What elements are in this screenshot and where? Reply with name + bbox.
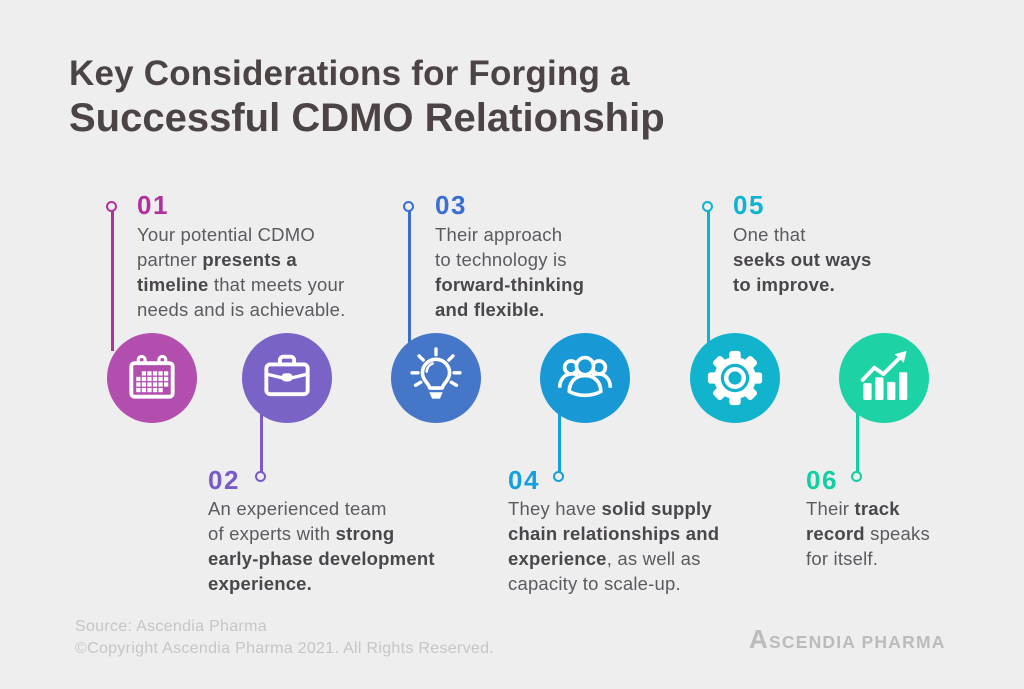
connector-line	[855, 400, 859, 472]
item-number: 01	[137, 190, 169, 220]
connector-line	[557, 400, 561, 472]
item-circle	[107, 333, 197, 423]
connector-line	[259, 400, 263, 472]
page-title: Key Considerations for Forging a Success…	[69, 52, 665, 142]
item-number: 06	[806, 465, 838, 495]
logo-initial: A	[749, 624, 769, 654]
connector-dot	[553, 471, 564, 482]
briefcase-icon	[264, 354, 310, 397]
item-number: 03	[435, 190, 467, 220]
copyright-line: ©Copyright Ascendia Pharma 2021. All Rig…	[75, 640, 495, 657]
connector-dot	[403, 201, 414, 212]
item-circle	[690, 333, 780, 423]
item-circle	[839, 333, 929, 423]
item-number: 02	[208, 465, 240, 495]
lightbulb-icon	[410, 347, 462, 399]
source-line: Source: Ascendia Pharma	[75, 618, 267, 635]
connector-dot	[255, 471, 266, 482]
item-circle	[391, 333, 481, 423]
calendar-icon	[129, 354, 175, 399]
gear-icon	[707, 350, 763, 406]
title-line-1: Key Considerations for Forging a	[69, 54, 630, 93]
connector-dot	[851, 471, 862, 482]
source-note: Source: Ascendia Pharma ©Copyright Ascen…	[75, 616, 494, 660]
growth-chart-icon	[860, 350, 908, 400]
connector-line	[706, 211, 710, 351]
item-number: 05	[733, 190, 765, 220]
item-circle	[242, 333, 332, 423]
connector-line	[407, 211, 411, 351]
title-line-2: Successful CDMO Relationship	[69, 96, 665, 140]
connector-dot	[702, 201, 713, 212]
logo-wordmark: SCENDIA PHARMA	[768, 632, 946, 652]
item-circle	[540, 333, 630, 423]
item-number: 04	[508, 465, 540, 495]
connector-dot	[106, 201, 117, 212]
connector-line	[110, 211, 114, 351]
team-icon	[557, 355, 613, 398]
